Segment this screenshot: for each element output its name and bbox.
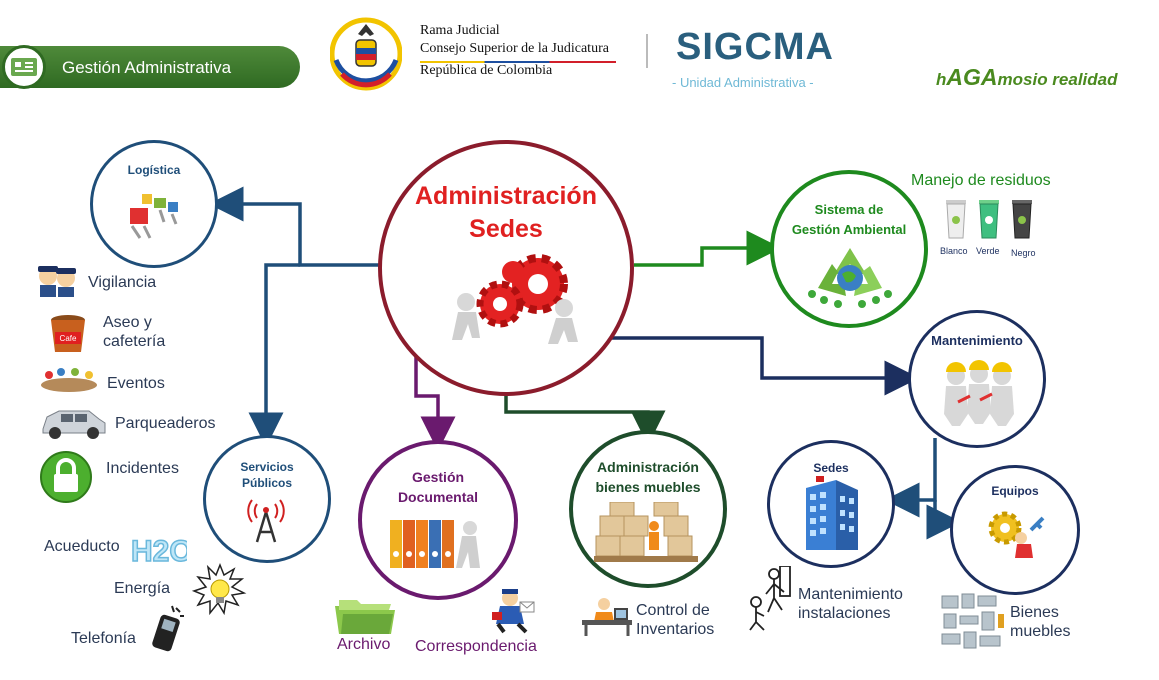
water-h2o-icon: H2O <box>127 523 193 571</box>
lightbulb-icon <box>190 562 250 619</box>
sigcma-logo: SIGCMA <box>676 26 834 68</box>
header-separator <box>646 34 648 68</box>
logistica-item-aseo-line2: cafetería <box>103 333 166 350</box>
antenna-icon <box>243 498 289 544</box>
logistica-item-aseo: Aseo y cafetería <box>103 313 165 351</box>
logistica-item-vigilancia: Vigilancia <box>88 274 157 291</box>
meeting-table-icon <box>37 365 101 395</box>
servicios-item-acueducto: Acueducto <box>44 538 120 555</box>
logistica-title: Logística <box>127 163 181 177</box>
ambiental-title-line2: Gestión Ambiental <box>791 222 907 237</box>
gear-key-icon <box>987 510 1047 560</box>
police-icon <box>35 262 79 298</box>
gestion-documental-item-archivo: Archivo <box>337 636 391 653</box>
recycle-globe-icon <box>802 244 898 310</box>
rama-line-3: República de Colombia <box>420 63 553 78</box>
equipos-title: Equipos <box>991 484 1039 498</box>
bienes-muebles-title-line1: Administración <box>597 459 699 475</box>
gestion-documental-title-line2: Documental <box>397 489 479 505</box>
slogan-b: AGA <box>946 64 998 90</box>
sedes-item-line2: instalaciones <box>798 605 891 622</box>
logistica-item-incidentes: Incidentes <box>106 460 179 477</box>
binders-icon <box>386 514 486 572</box>
servicios-title: Servicios Públicos <box>203 459 331 491</box>
sedes-item-line1: Mantenimiento <box>798 586 903 603</box>
logistica-item-aseo-line1: Aseo y <box>103 314 152 331</box>
servicios-item-telefonia: Telefonía <box>71 630 136 647</box>
rama-line-2: Consejo Superior de la Judicatura <box>420 41 609 56</box>
gears-workers-icon <box>438 250 588 350</box>
bienes-muebles-title-line2: bienes muebles <box>595 479 701 495</box>
gestion-documental-item-correspondencia: Correspondencia <box>415 638 537 655</box>
mobile-phone-icon <box>150 604 186 652</box>
lock-icon <box>39 450 93 504</box>
slogan: hAGAmosio realidad <box>936 64 1118 91</box>
center-title: Administración Sedes <box>378 180 634 246</box>
servicios-title-line2: Públicos <box>241 476 292 490</box>
ambiental-residuos-label: Manejo de residuos <box>911 172 1051 189</box>
connector-sedes <box>884 438 937 518</box>
bin-label-blanco: Blanco <box>940 246 968 256</box>
gestion-documental-title-line1: Gestión <box>411 469 465 485</box>
archive-folders-icon <box>333 596 397 636</box>
connector-bienes <box>504 390 666 446</box>
ambiental-node <box>770 170 928 328</box>
cafe-cup-icon: Cafe <box>48 312 88 356</box>
bienes-muebles-item-line2: Inventarios <box>636 621 715 638</box>
bin-label-negro: Negro <box>1011 248 1036 258</box>
center-title-line2: Sedes <box>469 215 543 243</box>
logistica-item-eventos: Eventos <box>107 375 165 392</box>
office-furniture-icon <box>940 592 1006 652</box>
logistica-network-icon <box>124 188 184 240</box>
cafe-cup-label: Cafe <box>60 334 77 343</box>
bienes-muebles-title: Administración bienes muebles <box>569 457 727 497</box>
equipos-item-line1: Bienes <box>1010 604 1059 621</box>
sedes-title: Sedes <box>813 461 849 475</box>
connector-ambiental <box>634 230 782 267</box>
section-banner <box>0 46 300 88</box>
water-h2o-text: H2O <box>131 535 187 568</box>
rama-line-1: Rama Judicial <box>420 23 500 38</box>
servicios-title-line1: Servicios <box>240 460 294 474</box>
building-icon <box>800 476 864 552</box>
ambiental-title-line1: Sistema de <box>814 202 884 217</box>
logistica-item-parqueaderos: Parqueaderos <box>115 415 216 432</box>
sigcma-subtitle: - Unidad Administrativa - <box>672 75 814 90</box>
maintenance-workers-sketch-icon <box>744 565 796 632</box>
car-icon <box>39 405 109 441</box>
ambiental-title: Sistema de Gestión Ambiental <box>770 200 928 240</box>
connector-servicios <box>248 263 300 448</box>
recycle-bins-icon <box>942 196 1038 246</box>
servicios-node <box>203 435 331 563</box>
mail-carrier-icon <box>490 586 540 634</box>
sedes-item-mantenimiento-instalaciones: Mantenimiento instalaciones <box>798 585 903 623</box>
mantenimiento-title: Mantenimiento <box>931 333 1023 348</box>
equipos-item-bienes-muebles: Bienes muebles <box>1010 603 1070 641</box>
connector-mantenimiento <box>610 336 920 396</box>
servicios-item-energia: Energía <box>114 580 171 597</box>
bienes-muebles-item-line1: Control de <box>636 602 710 619</box>
center-title-line1: Administración <box>415 182 597 210</box>
connector-logistica <box>208 186 380 267</box>
slogan-c: mosio realidad <box>997 70 1118 89</box>
bin-label-verde: Verde <box>976 246 1000 256</box>
boxes-pallet-icon <box>594 501 700 564</box>
colombia-coat-of-arms-icon <box>329 10 403 94</box>
rama-judicial-text: Rama Judicial Consejo Superior de la Jud… <box>420 22 609 80</box>
equipos-item-line2: muebles <box>1010 623 1071 640</box>
bienes-muebles-item-inventarios: Control de Inventarios <box>636 601 714 639</box>
workers-hardhat-icon <box>940 356 1018 428</box>
slogan-a: h <box>936 70 947 89</box>
gestion-documental-title: Gestión Documental <box>358 467 518 507</box>
connector-gestion-doc <box>414 352 456 452</box>
section-label: Gestión Administrativa <box>62 58 232 77</box>
inventory-desk-icon <box>580 592 634 636</box>
flag-underline <box>420 61 616 63</box>
section-badge-icon <box>2 45 46 89</box>
connector-equipos <box>926 500 962 540</box>
